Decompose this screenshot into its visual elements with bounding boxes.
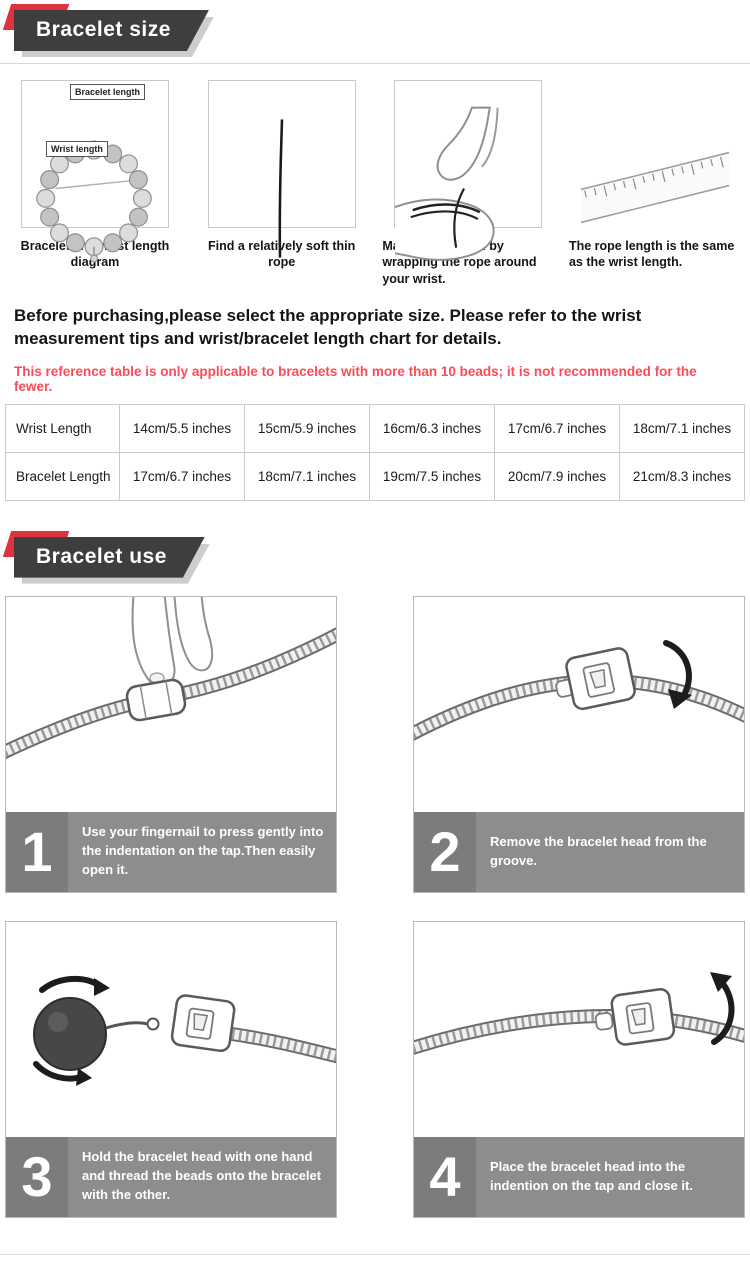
ruler-image [580, 80, 729, 230]
reference-note-text: This reference table is only applicable … [14, 363, 697, 394]
use-step-panel-3: 3 Hold the bracelet head with one hand a… [5, 920, 337, 1218]
step4-illustration [414, 971, 744, 1055]
measure-panel-diagram: Bracelet length Wrist length Bracelet an… [5, 80, 185, 287]
purchase-intro-text: Before purchasing,please select the appr… [14, 305, 642, 348]
step1-number: 1 [6, 811, 68, 892]
table-row-bracelet: Bracelet Length 17cm/6.7 inches 18cm/7.1… [5, 451, 745, 501]
rope-image [207, 80, 356, 258]
bracelet-diagram-image: Bracelet length Wrist length [21, 80, 169, 263]
use-step-panel-2: 2 Remove the bracelet head from the groo… [413, 595, 745, 893]
step3-number: 3 [6, 1136, 68, 1217]
wrist-length-label: Wrist length [46, 141, 108, 157]
step2-illustration [414, 639, 744, 741]
step4-number: 4 [414, 1136, 476, 1217]
bottom-divider [0, 1253, 750, 1255]
use-steps-grid: 1 Use your fingernail to press gently in… [0, 578, 750, 1246]
measure-panel-ruler: The rope length is the same as the wrist… [565, 80, 745, 287]
wrist-wrap-image [394, 80, 543, 261]
table-cell: 20cm/7.9 inches [494, 451, 620, 501]
table-cell: 16cm/6.3 inches [369, 403, 495, 453]
step3-caption-band: 3 Hold the bracelet head with one hand a… [6, 1136, 336, 1217]
wrist-wrap-illustration [395, 106, 499, 261]
section-title-use: Bracelet use [14, 537, 205, 578]
table-cell: 14cm/5.5 inches [119, 403, 245, 453]
bracelet-use-banner: Bracelet use [2, 530, 205, 578]
bracelet-length-label: Bracelet length [70, 84, 146, 100]
table-cell: 21cm/8.3 inches [619, 451, 745, 501]
table-cell: 17cm/6.7 inches [494, 403, 620, 453]
measure-caption-4: The rope length is the same as the wrist… [568, 239, 735, 270]
step2-number: 2 [414, 811, 476, 892]
step1-illustration [6, 596, 336, 759]
section-title-size: Bracelet size [14, 10, 209, 51]
step1-caption-band: 1 Use your fingernail to press gently in… [6, 811, 336, 892]
rope-illustration [278, 119, 283, 258]
step2-text: Remove the bracelet head from the groove… [490, 833, 707, 868]
step4-text: Place the bracelet head into the indenti… [490, 1158, 693, 1193]
bracelet-size-banner: Bracelet size [2, 4, 209, 51]
step4-caption-band: 4 Place the bracelet head into the inden… [414, 1136, 744, 1217]
row-header-bracelet: Bracelet Length [5, 451, 120, 501]
divider [0, 63, 750, 64]
step3-illustration [33, 975, 336, 1086]
table-cell: 18cm/7.1 inches [244, 451, 370, 501]
step2-caption-band: 2 Remove the bracelet head from the groo… [414, 811, 744, 892]
table-cell: 18cm/7.1 inches [619, 403, 745, 453]
measurement-steps-row: Bracelet length Wrist length Bracelet an… [0, 64, 750, 287]
table-cell: 19cm/7.5 inches [369, 451, 495, 501]
ruler-illustration [580, 144, 729, 230]
measure-panel-rope: Find a relatively soft thin rope [192, 80, 372, 287]
measure-caption-2: Find a relatively soft thin rope [208, 239, 356, 270]
table-row-wrist: Wrist Length 14cm/5.5 inches 15cm/5.9 in… [5, 403, 745, 453]
bracelet-illustration [36, 140, 152, 263]
table-cell: 15cm/5.9 inches [244, 403, 370, 453]
use-step-panel-4: 4 Place the bracelet head into the inden… [413, 920, 745, 1218]
size-chart-table: Wrist Length 14cm/5.5 inches 15cm/5.9 in… [5, 403, 745, 501]
table-cell: 17cm/6.7 inches [119, 451, 245, 501]
step3-text: Hold the bracelet head with one hand and… [82, 1149, 322, 1203]
row-header-wrist: Wrist Length [5, 403, 120, 453]
step1-text: Use your fingernail to press gently into… [82, 824, 324, 878]
use-step-panel-1: 1 Use your fingernail to press gently in… [5, 595, 337, 893]
measure-panel-wrap: Mark the position by wrapping the rope a… [378, 80, 558, 287]
